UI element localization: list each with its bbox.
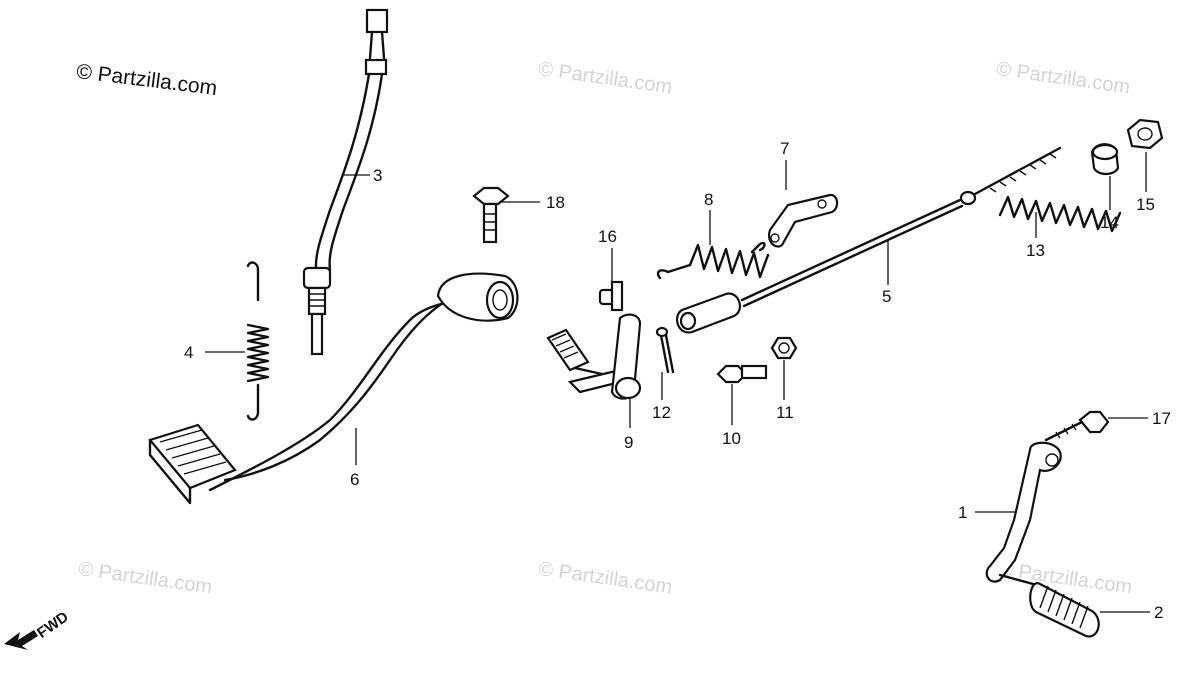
callout-14: 14 <box>1100 213 1119 232</box>
callout-18: 18 <box>546 193 565 212</box>
part-4-spring[interactable] <box>246 261 270 421</box>
callout-13: 13 <box>1026 241 1045 260</box>
callout-9: 9 <box>624 433 633 452</box>
part-9-brake-arm[interactable] <box>546 313 642 400</box>
part-8-spring[interactable] <box>656 241 770 280</box>
callout-12: 12 <box>652 403 671 422</box>
part-1-shift-lever[interactable] <box>985 441 1062 583</box>
callout-11: 11 <box>776 403 794 422</box>
part-5-brake-rod[interactable] <box>675 146 1062 334</box>
part-15-nut[interactable] <box>1126 118 1164 150</box>
callout-5: 5 <box>882 287 891 306</box>
part-10-bolt[interactable] <box>716 364 768 384</box>
forward-arrow-icon <box>4 630 38 650</box>
callout-16: 16 <box>598 227 617 246</box>
callout-8: 8 <box>704 190 713 209</box>
callout-17: 17 <box>1152 409 1171 428</box>
callout-15: 15 <box>1136 195 1155 214</box>
callout-7: 7 <box>780 139 789 158</box>
part-6-brake-pedal[interactable] <box>148 272 519 505</box>
callout-2: 2 <box>1154 603 1163 622</box>
part-2-shift-rubber[interactable] <box>998 573 1100 638</box>
part-16-pin[interactable] <box>598 280 624 312</box>
part-11-nut[interactable] <box>770 336 798 360</box>
callout-labels: 3 4 18 6 16 9 12 8 7 5 13 14 15 10 11 17… <box>184 139 1171 622</box>
part-18-bolt[interactable] <box>472 186 510 244</box>
leader-lines <box>205 152 1150 613</box>
callout-10: 10 <box>722 429 741 448</box>
callout-1: 1 <box>958 503 967 522</box>
part-7-bracket[interactable] <box>768 193 839 248</box>
callout-4: 4 <box>184 343 193 362</box>
part-14-collar[interactable] <box>1090 143 1120 176</box>
callout-6: 6 <box>350 470 359 489</box>
callout-3: 3 <box>373 166 382 185</box>
part-3-stop-switch[interactable] <box>302 8 389 356</box>
part-17-bolt[interactable] <box>1044 410 1110 442</box>
part-13-spring[interactable] <box>998 195 1122 233</box>
part-12-cotter-pin[interactable] <box>655 326 675 374</box>
